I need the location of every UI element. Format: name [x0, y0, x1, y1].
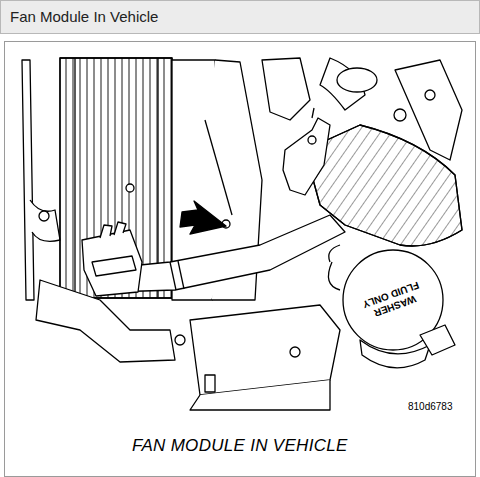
figure-caption: FAN MODULE IN VEHICLE	[132, 436, 348, 456]
figure-number: 810d6783	[408, 401, 453, 412]
page-title: Fan Module In Vehicle	[10, 8, 158, 25]
